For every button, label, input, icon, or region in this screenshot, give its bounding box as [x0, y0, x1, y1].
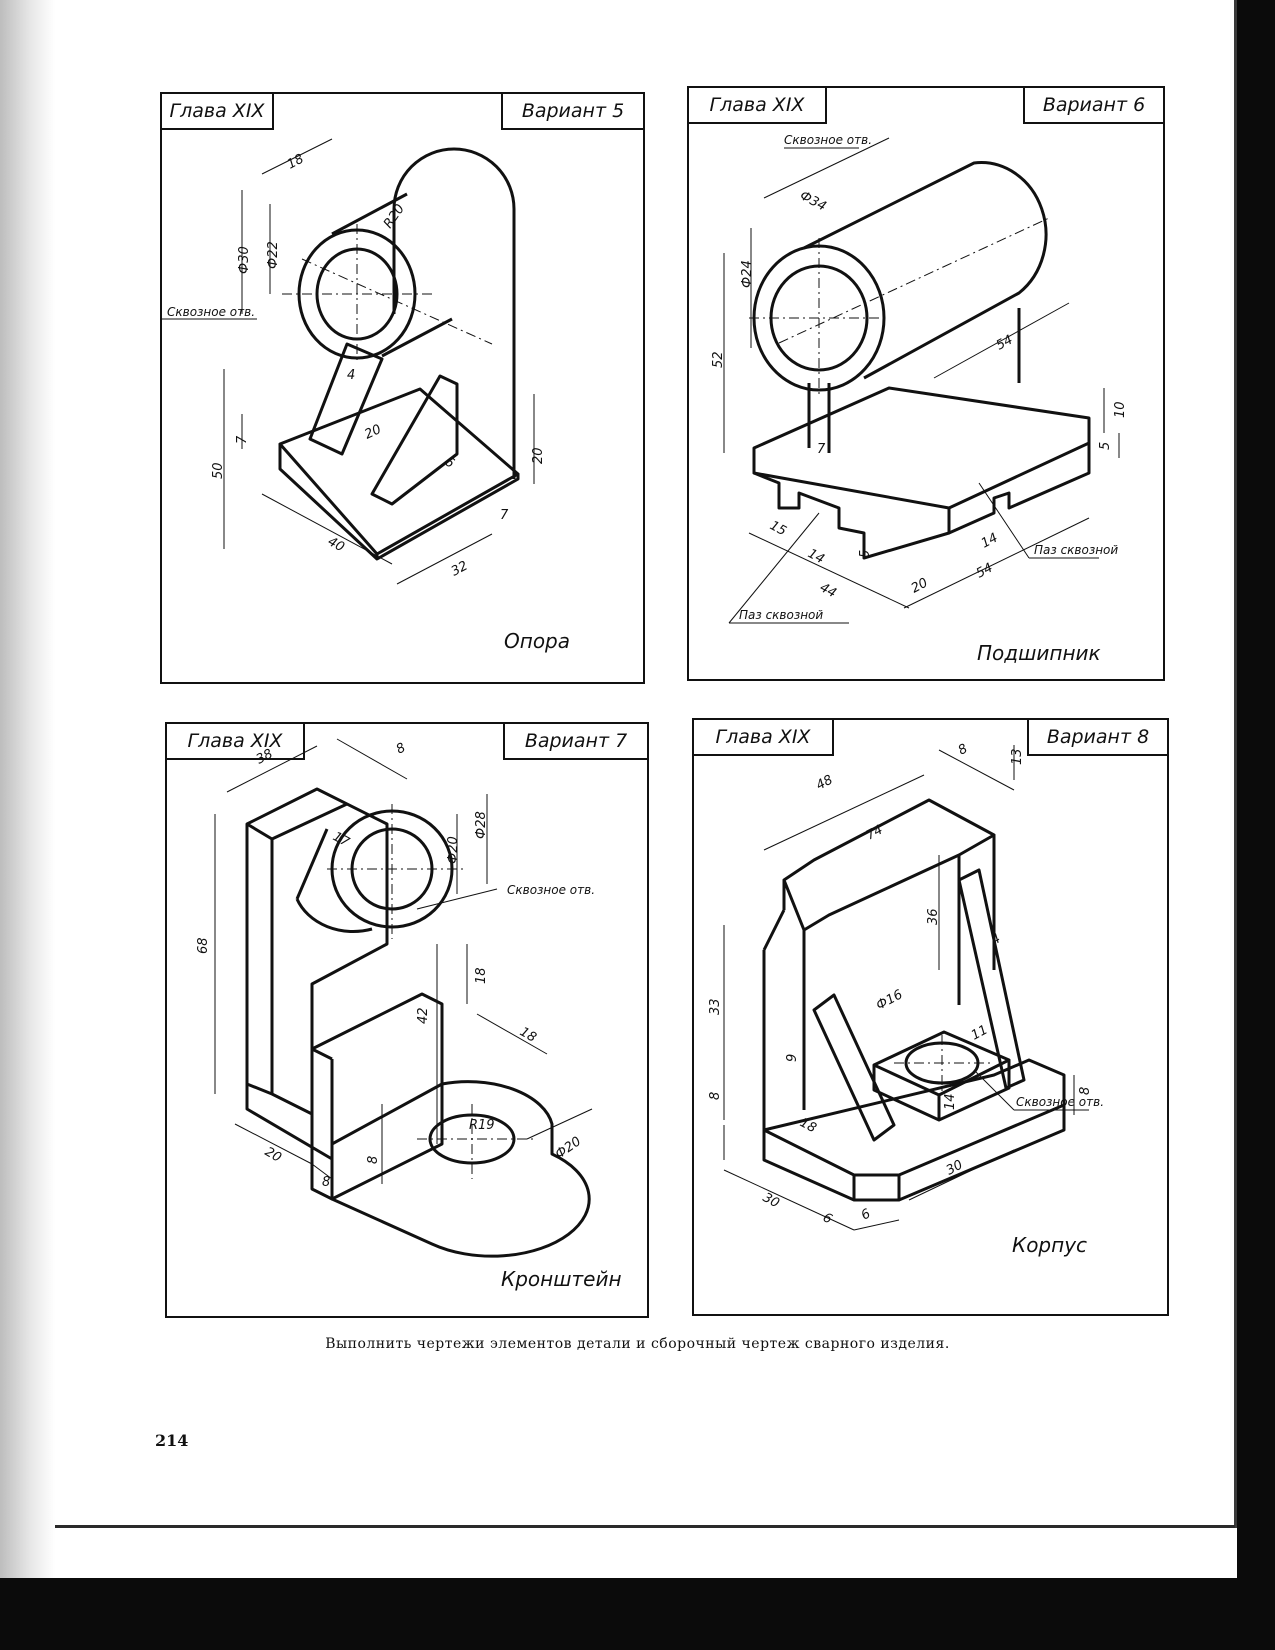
- variant-label: Вариант 8: [1027, 718, 1169, 756]
- dim-10: 10: [1113, 401, 1128, 418]
- dim-8-base: 8: [322, 1175, 330, 1190]
- page-number: 214: [155, 1431, 189, 1450]
- isometric-drawing-kronshtein: 8 38 17 Ф20 Ф28 68 18 42 18 R19 20 8 8 Ф…: [196, 738, 595, 1258]
- dim-68: 68: [196, 937, 211, 954]
- dim-54-bottom: 54: [974, 561, 996, 582]
- dim-33: 33: [708, 998, 723, 1015]
- variant-label: Вариант 5: [501, 92, 645, 130]
- dim-8-vertical: 8: [366, 1156, 381, 1164]
- page-caption: Выполнить чертежи элементов детали и сбо…: [325, 1336, 950, 1352]
- drawing-panel-variant-7: Глава XIX Вариант 7: [165, 722, 649, 1318]
- dim-20: 20: [262, 1144, 284, 1165]
- dim-8-top: 8: [394, 740, 408, 757]
- dim-14-left: 14: [805, 546, 827, 567]
- dim-d24: Ф24: [740, 260, 755, 288]
- variant-label: Вариант 7: [503, 722, 649, 760]
- dim-8-right: 8: [1078, 1087, 1093, 1095]
- dim-42: 42: [416, 1007, 431, 1024]
- callout-through-hole: Сквозное отв.: [167, 305, 255, 319]
- isometric-drawing-korpus: 48 8 13 74 36 4 33 Ф16 11 9 8 8 14 18 30…: [708, 741, 1104, 1231]
- part-name: Подшипник: [977, 641, 1101, 665]
- dim-d20-base: Ф20: [553, 1134, 584, 1162]
- dim-6-b: 6: [859, 1206, 873, 1223]
- dim-48: 48: [814, 773, 836, 794]
- dim-17: 17: [330, 829, 352, 850]
- dim-13: 13: [1010, 748, 1025, 765]
- dim-d20-boss: Ф20: [446, 836, 461, 864]
- dim-20: 20: [909, 576, 931, 597]
- variant-label: Вариант 6: [1023, 86, 1165, 124]
- dim-7: 7: [817, 442, 826, 457]
- page-edge-right: [1234, 0, 1237, 1528]
- dim-4: 4: [989, 931, 1003, 948]
- dim-52: 52: [711, 351, 726, 368]
- drawing-panel-variant-5: Глава XIX Вариант 5: [160, 92, 645, 684]
- dim-d16: Ф16: [874, 987, 906, 1013]
- callout-through-slot-left: Паз сквозной: [739, 608, 823, 622]
- drawing-panel-variant-8: Глава XIX Вариант 8: [692, 718, 1169, 1316]
- dim-38: 38: [254, 747, 276, 768]
- dim-15: 15: [767, 518, 789, 539]
- dim-18-slanted: 18: [517, 1024, 539, 1045]
- dim-5-left: 5: [858, 550, 873, 558]
- dim-36: 36: [926, 908, 941, 925]
- dim-7-left: 7: [235, 435, 250, 444]
- drawing-panel-variant-6: Глава XIX Вариант 6: [687, 86, 1165, 681]
- dim-8-left: 8: [708, 1092, 723, 1100]
- dim-18: 18: [797, 1115, 819, 1136]
- dim-7-right: 7: [500, 508, 509, 523]
- chapter-label: Глава XIX: [165, 722, 305, 760]
- dim-54-top: 54: [994, 333, 1016, 354]
- dim-d22: Ф22: [266, 241, 281, 269]
- dim-r19: R19: [469, 1118, 495, 1133]
- callout-through-hole: Сквозное отв.: [1016, 1095, 1104, 1109]
- dim-40: 40: [325, 534, 347, 555]
- dim-30-left: 30: [760, 1190, 782, 1211]
- callout-through-slot-right: Паз сквозной: [1034, 543, 1118, 557]
- dim-18: 18: [285, 152, 307, 173]
- dim-20-right: 20: [531, 447, 546, 464]
- isometric-drawing-podshipnik: Ф34 Ф24 54 52 7 10 5 15 14 5 44 20 54 14…: [711, 133, 1128, 624]
- chapter-label: Глава XIX: [692, 718, 834, 756]
- callout-through-hole: Сквозное отв.: [507, 883, 595, 897]
- dim-d28: Ф28: [474, 811, 489, 839]
- dim-14: 14: [943, 1093, 958, 1110]
- dim-d34: Ф34: [797, 188, 829, 214]
- part-name: Корпус: [1012, 1233, 1088, 1257]
- dim-50: 50: [211, 462, 226, 479]
- scan-shadow-left: [0, 0, 55, 1580]
- dim-9: 9: [785, 1054, 800, 1062]
- dim-30-right: 30: [944, 1158, 966, 1179]
- chapter-label: Глава XIX: [687, 86, 827, 124]
- part-name: Опора: [504, 629, 571, 653]
- part-name: Кронштейн: [501, 1267, 622, 1291]
- dim-32: 32: [449, 559, 471, 580]
- dim-8-top: 8: [956, 741, 970, 758]
- dim-d30: Ф30: [237, 246, 252, 274]
- isometric-drawing-opora: 18 R20 Ф30 Ф22 4 20 6 50 7 20 7 40 32 Ск…: [162, 138, 546, 585]
- dim-5-right: 5: [1098, 442, 1113, 450]
- callout-through-hole: Сквозное отв.: [784, 133, 872, 147]
- page-edge-bottom: [55, 1525, 1235, 1528]
- scan-border-right: [1237, 0, 1275, 1650]
- dim-74: 74: [864, 823, 886, 844]
- dim-6: 6: [442, 454, 457, 471]
- dim-4: 4: [347, 368, 355, 383]
- dim-44: 44: [817, 580, 839, 601]
- dim-6-a: 6: [820, 1210, 834, 1227]
- dim-14-right: 14: [979, 531, 1001, 552]
- dim-18-vertical: 18: [474, 967, 489, 984]
- dim-11: 11: [969, 1023, 991, 1044]
- chapter-label: Глава XIX: [160, 92, 274, 130]
- dim-20-rib: 20: [362, 422, 383, 443]
- scan-border-bottom: [0, 1578, 1275, 1650]
